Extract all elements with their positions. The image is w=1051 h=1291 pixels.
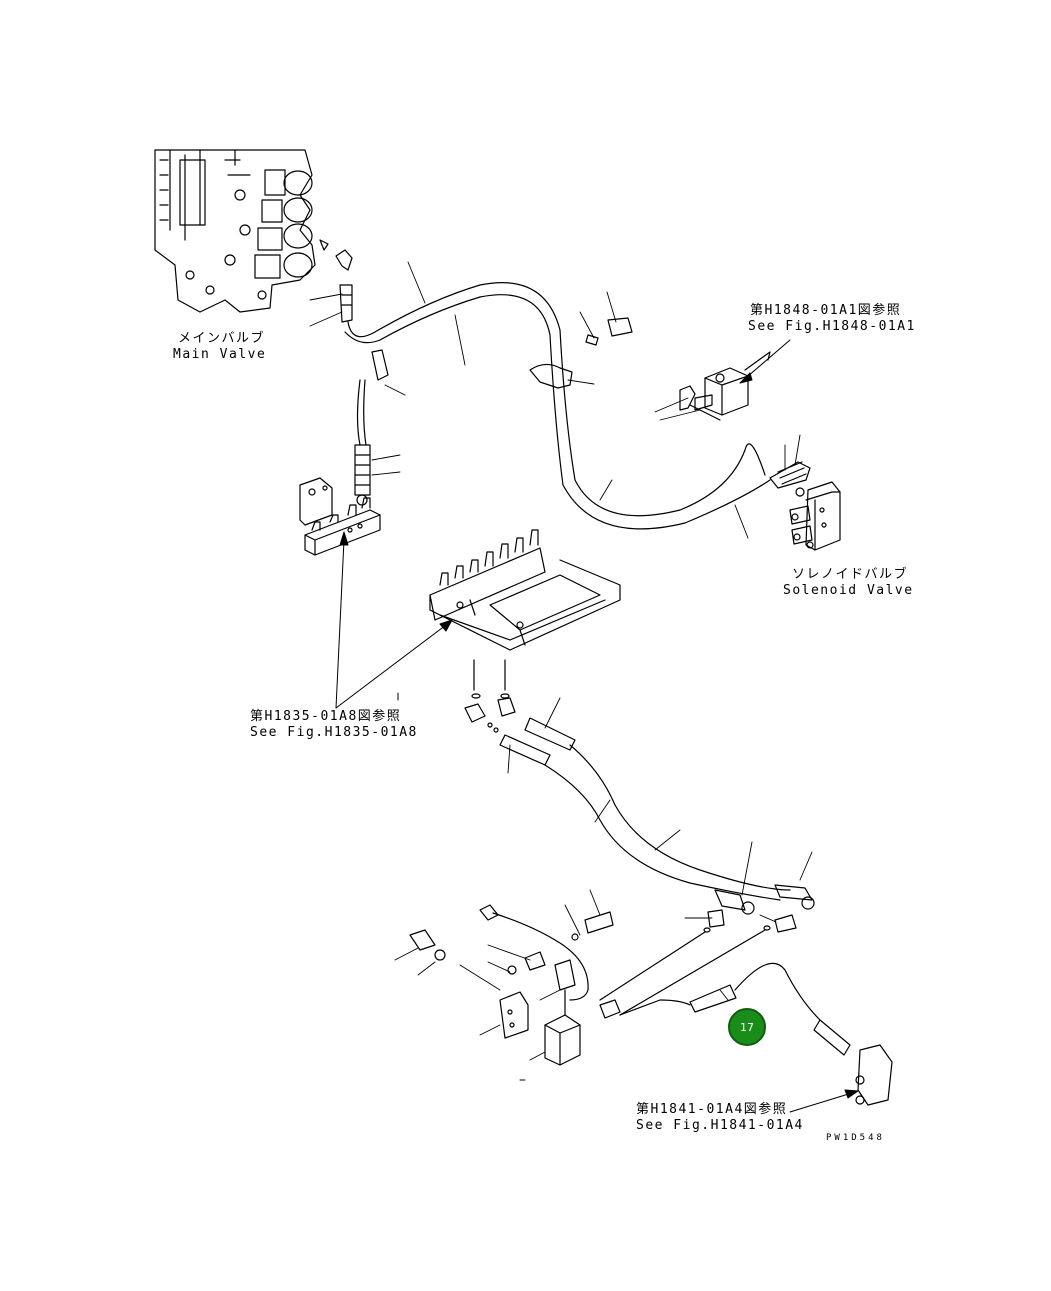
ref-h1841-label-jp: 第H1841-01A4図参照: [636, 1102, 788, 1117]
manifold-frame-center: [429, 529, 621, 651]
solenoid-valve: [789, 481, 841, 551]
ref-h1848-label-en: See Fig.H1848-01A1: [748, 319, 916, 334]
reference-arrows: [335, 339, 859, 1113]
part-callout-badge[interactable]: 17: [728, 1008, 766, 1046]
solenoid-valve-label-jp: ソレノイドバルブ: [792, 567, 909, 582]
solenoid-valve-label-en: Solenoid Valve: [783, 583, 914, 598]
control-block: [409, 904, 893, 1106]
main-valve-label-jp: メインバルブ: [178, 331, 266, 346]
upper-hoses: [344, 282, 811, 530]
ref-h1835-label-en: See Fig.H1835-01A8: [250, 725, 418, 740]
main-valve-label-en: Main Valve: [173, 347, 267, 362]
manifold-bracket-left: [299, 477, 381, 556]
ref-h1848-label-jp: 第H1848-01A1図参照: [750, 303, 902, 318]
drawing-code: PW1D548: [826, 1133, 885, 1143]
main-valve-assembly: [154, 149, 353, 323]
solenoid-block-top: [694, 351, 771, 416]
leader-lines: [309, 261, 813, 1081]
lower-hoses: [464, 659, 851, 1056]
ref-h1841-label-en: See Fig.H1841-01A4: [636, 1118, 804, 1133]
ref-h1835-label-jp: 第H1835-01A8図参照: [250, 709, 402, 724]
